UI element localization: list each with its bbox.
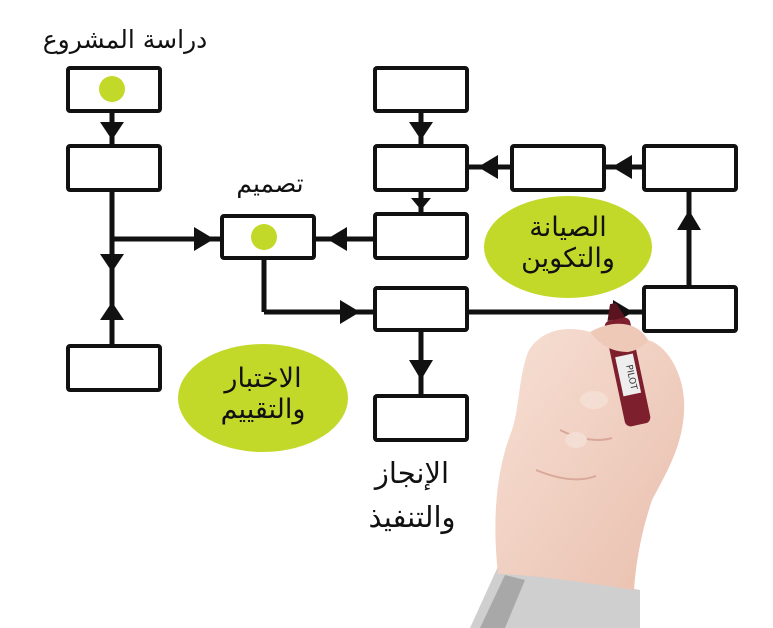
label-implementation: الإنجاز والتنفيذ: [350, 452, 474, 539]
green-dot-study: [99, 76, 125, 102]
arrow-up-right: [677, 210, 701, 230]
box-center-3: [373, 212, 469, 260]
green-dot-design: [251, 224, 277, 250]
arrow-right-design: [194, 227, 214, 251]
box-right-top: [642, 144, 738, 192]
box-left-2: [66, 144, 162, 192]
label-testing-line1: الاختبار: [224, 363, 302, 394]
box-right-2: [642, 285, 738, 333]
arrow-down-study: [100, 122, 124, 140]
hand: [495, 323, 685, 590]
box-center-2: [373, 144, 469, 192]
arrow-down-top-right: [409, 122, 433, 140]
label-design: تصميم: [236, 169, 304, 198]
box-left-bottom: [66, 344, 162, 392]
box-impl: [373, 286, 469, 332]
label-implementation-line1: الإنجاز: [374, 456, 450, 490]
label-implementation-line2: والتنفيذ: [368, 499, 456, 534]
box-center-top: [373, 66, 469, 113]
box-center-bottom: [373, 394, 469, 442]
box-mid-top: [510, 144, 606, 192]
label-maintenance-line2: والتكوين: [521, 243, 615, 275]
arrow-left-design: [327, 227, 347, 251]
label-testing: الاختبار والتقييم: [178, 363, 348, 425]
oval-maintenance: [484, 196, 652, 298]
arrow-right-impl: [340, 300, 360, 324]
arrow-down-impl: [409, 360, 433, 380]
label-maintenance-line1: الصيانة: [529, 212, 607, 243]
arrow-down-mid: [411, 198, 431, 210]
label-testing-line2: والتقييم: [220, 394, 306, 426]
arrow-down-left-1: [100, 254, 124, 272]
oval-testing: [178, 344, 348, 452]
label-maintenance: الصيانة والتكوين: [484, 212, 652, 274]
arrow-left-right-top: [612, 155, 632, 179]
arrow-up-left: [100, 302, 124, 320]
label-project-study: دراسة المشروع: [42, 25, 208, 54]
arrow-left-mid-top: [478, 155, 498, 179]
hand-illustration: PILOT: [470, 302, 685, 628]
